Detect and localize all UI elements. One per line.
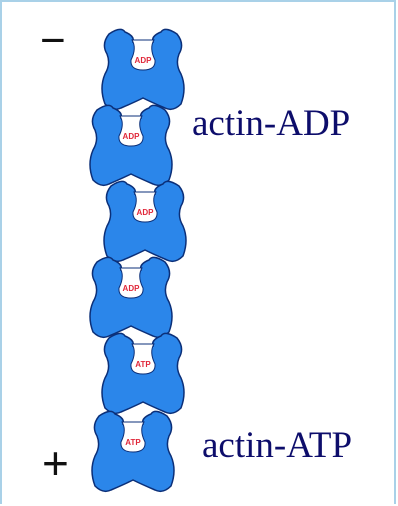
nucleotide-cleft (118, 115, 144, 147)
nucleotide-cleft (130, 39, 156, 71)
actin-adp-label: actin-ADP (192, 103, 351, 144)
actin-subunit: ADP (89, 256, 173, 339)
nucleotide-cleft (120, 421, 146, 453)
nucleotide-label: ADP (123, 132, 141, 141)
actin-subunit: ADP (101, 28, 185, 111)
actin-subunit: ADP (103, 180, 187, 263)
plus-end-label: + (42, 437, 69, 489)
nucleotide-label: ATP (135, 360, 151, 369)
minus-end-label: − (40, 16, 66, 65)
actin-atp-label: actin-ATP (202, 425, 353, 466)
nucleotide-label: ADP (137, 208, 155, 217)
nucleotide-cleft (132, 191, 158, 223)
actin-subunit: ATP (101, 332, 185, 415)
nucleotide-label: ADP (123, 284, 141, 293)
nucleotide-label: ATP (125, 438, 141, 447)
actin-subunit: ADP (89, 104, 173, 187)
nucleotide-cleft (130, 343, 156, 375)
nucleotide-cleft (118, 267, 144, 299)
nucleotide-label: ADP (135, 56, 153, 65)
actin-subunit: ATP (91, 410, 175, 493)
